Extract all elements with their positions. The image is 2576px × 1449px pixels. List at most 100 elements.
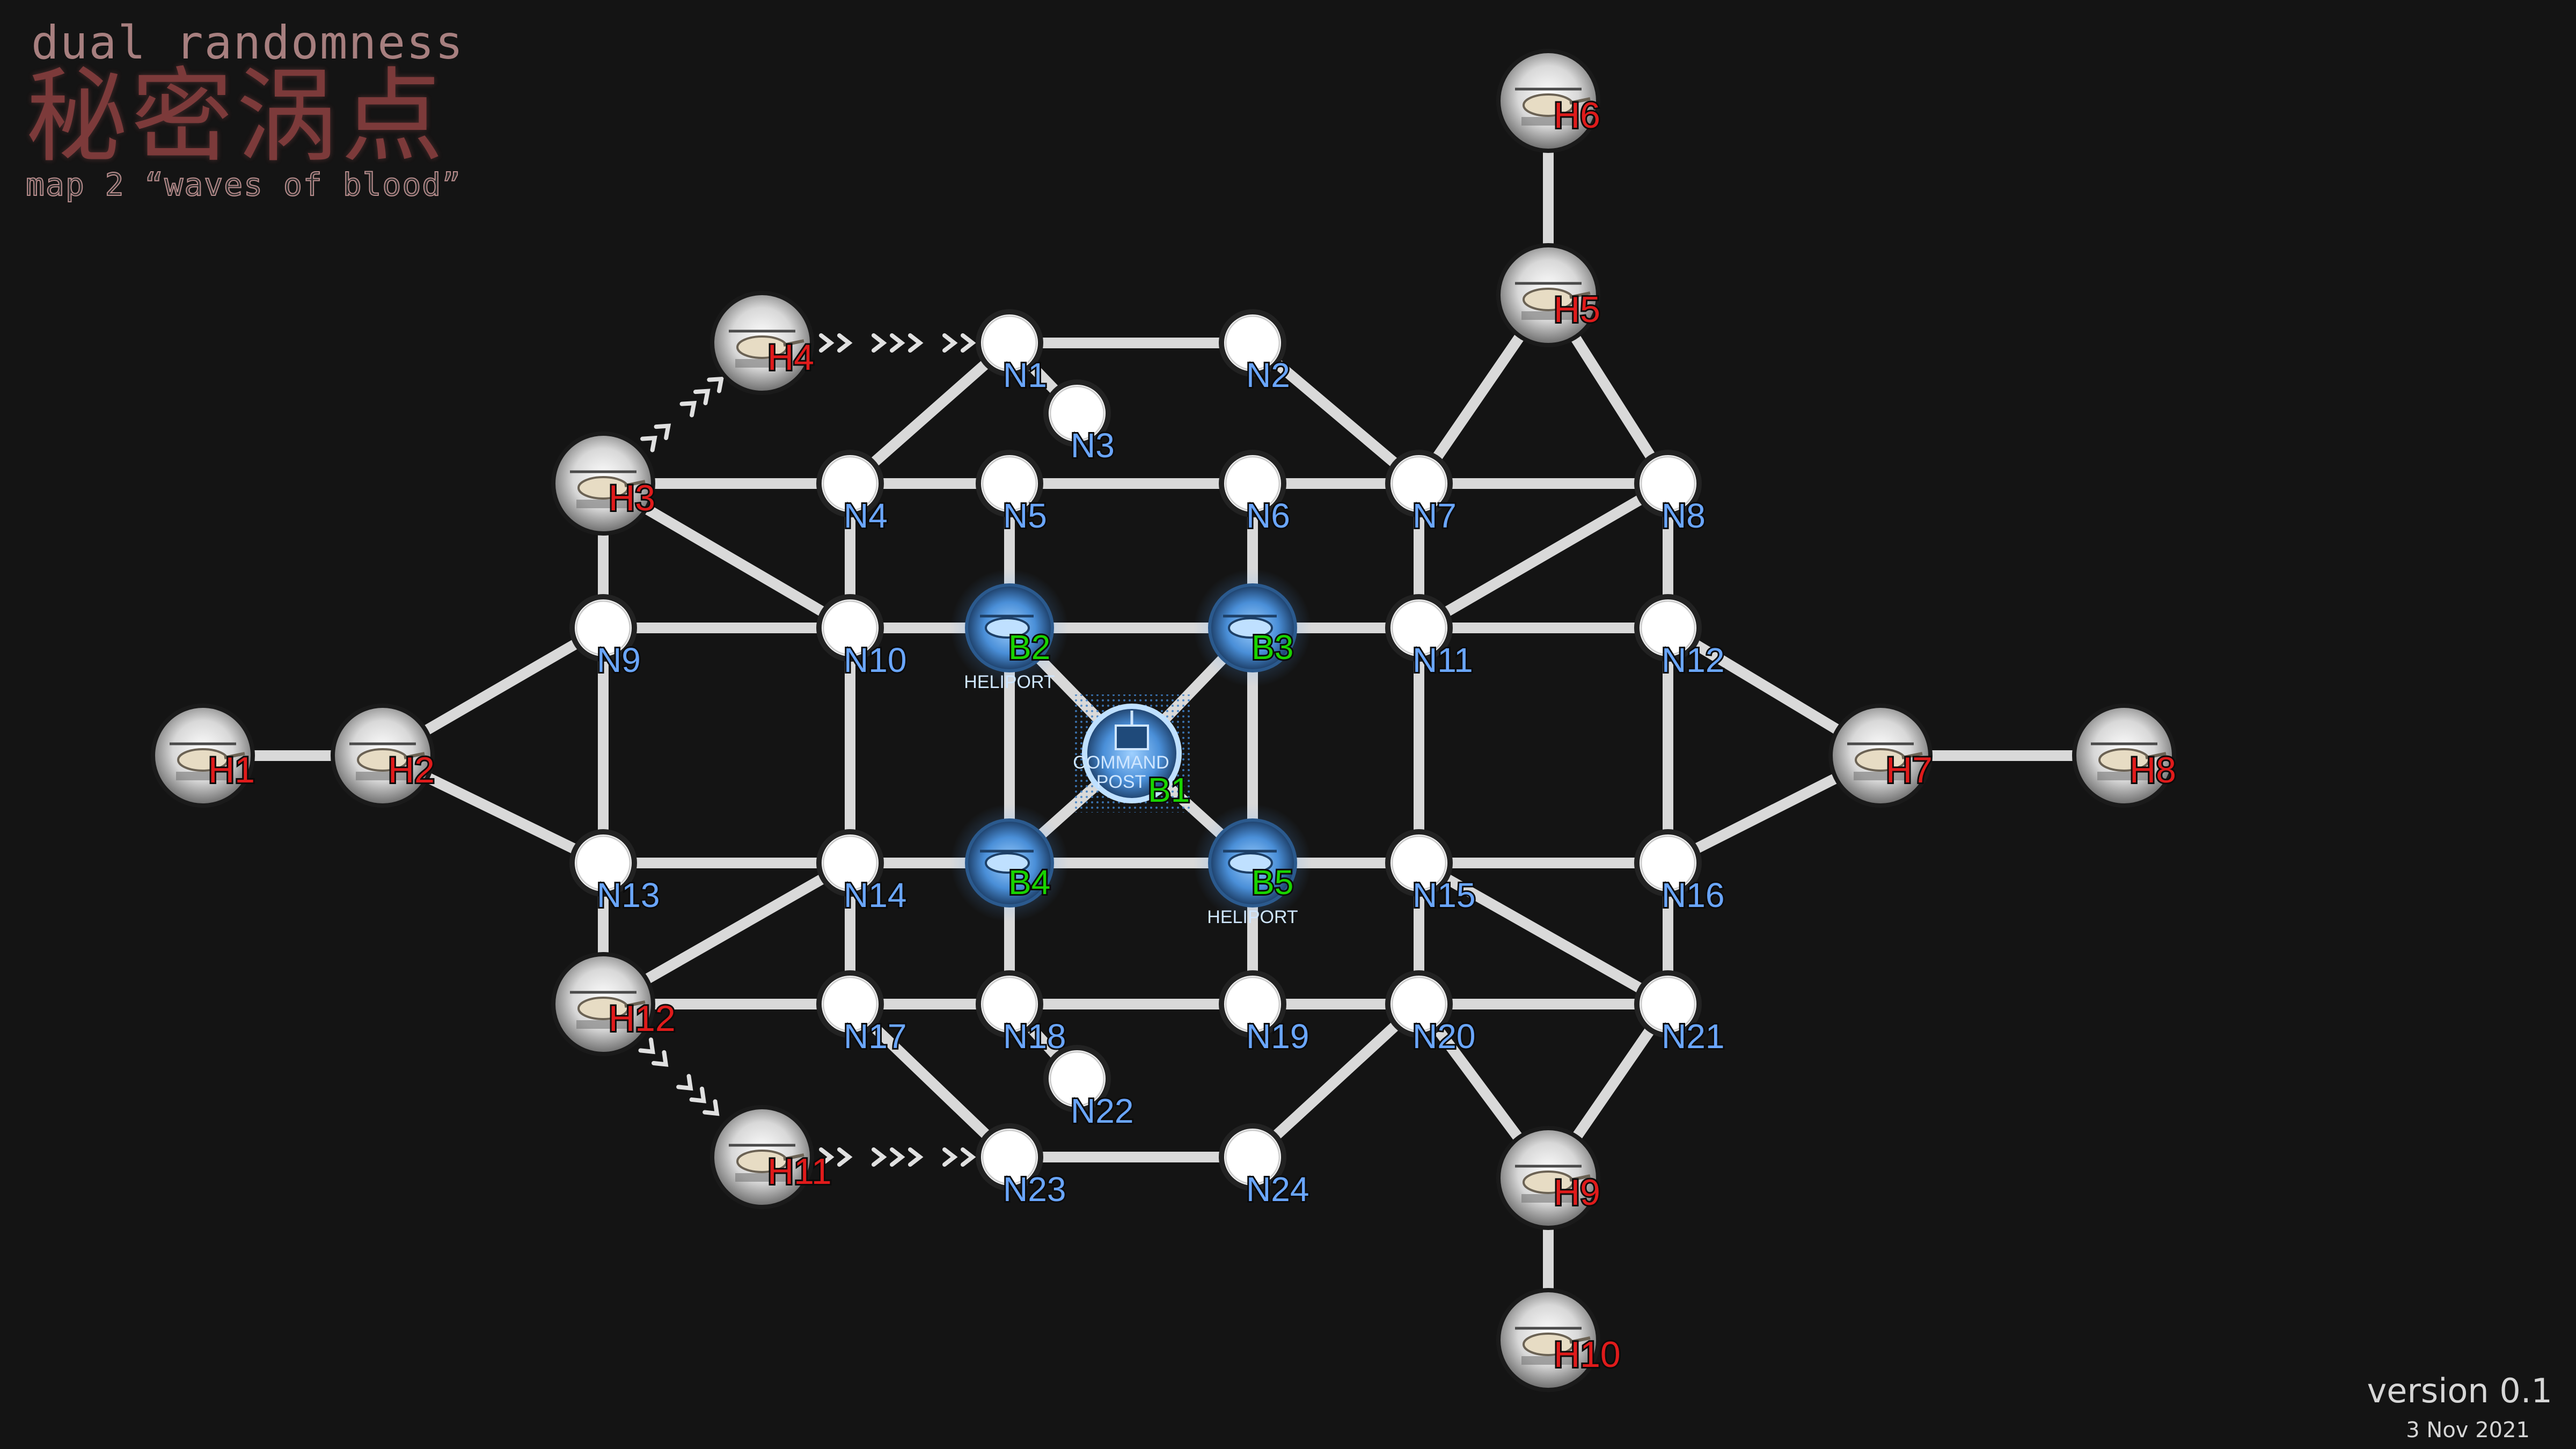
map-node-n12[interactable]: N12 bbox=[1634, 594, 1726, 681]
map-node-h5[interactable]: H5 bbox=[1496, 243, 1602, 347]
chevron-arrow-icon bbox=[872, 333, 887, 353]
map-node-h3[interactable]: H3 bbox=[551, 431, 657, 536]
map-node-n7[interactable]: N7 bbox=[1385, 450, 1458, 537]
node-circle bbox=[816, 829, 884, 897]
map-node-n6[interactable]: N6 bbox=[1219, 450, 1292, 537]
map-node-h7[interactable]: H7 bbox=[1828, 704, 1934, 808]
helicopter-heliport-icon bbox=[1847, 742, 1923, 780]
helicopter-heliport-icon bbox=[170, 742, 245, 780]
route-arrows-H11-N23 bbox=[819, 1147, 976, 1167]
map-node-h4[interactable]: H4 bbox=[710, 291, 816, 395]
map-node-n19[interactable]: N19 bbox=[1219, 970, 1311, 1057]
map-node-b4[interactable]: B4 bbox=[950, 804, 1069, 922]
map-node-n14[interactable]: N14 bbox=[816, 829, 908, 916]
node-label-H1: H1 bbox=[208, 750, 255, 791]
map-node-n15[interactable]: N15 bbox=[1385, 829, 1477, 916]
map-node-n5[interactable]: N5 bbox=[976, 450, 1049, 537]
chevron-arrow-icon bbox=[872, 1147, 887, 1167]
base-caption: HELIPORT bbox=[964, 672, 1055, 692]
version-date: 3 Nov 2021 bbox=[2406, 1418, 2530, 1443]
map-node-n4[interactable]: N4 bbox=[816, 450, 889, 537]
helicopter-heliport-icon bbox=[570, 991, 646, 1029]
command-post-circle bbox=[1082, 704, 1182, 803]
map-node-n24[interactable]: N24 bbox=[1219, 1123, 1311, 1210]
node-label-H2: H2 bbox=[388, 750, 435, 791]
map-node-h1[interactable]: H1 bbox=[151, 704, 257, 808]
map-node-h2[interactable]: H2 bbox=[331, 704, 436, 808]
chevron-arrow-icon bbox=[689, 1086, 706, 1103]
map-node-b3[interactable]: B3 bbox=[1194, 569, 1312, 687]
node-label-N19: N19 bbox=[1246, 1017, 1309, 1056]
node-label-H10: H10 bbox=[1554, 1334, 1621, 1375]
node-label-N20: N20 bbox=[1413, 1017, 1475, 1056]
map-node-h8[interactable]: H8 bbox=[2072, 704, 2178, 808]
base-caption: HELIPORT bbox=[1207, 907, 1298, 927]
map-node-h10[interactable]: H10 bbox=[1496, 1288, 1622, 1392]
map-node-n9[interactable]: N9 bbox=[569, 594, 642, 681]
map-tagline: map 2 “waves of blood” bbox=[25, 166, 462, 203]
node-circle bbox=[976, 450, 1043, 517]
node-label-N14: N14 bbox=[844, 876, 906, 914]
map-node-h11[interactable]: H11 bbox=[710, 1105, 833, 1209]
map-node-h6[interactable]: H6 bbox=[1496, 49, 1602, 153]
node-circle bbox=[1634, 450, 1702, 517]
chevron-arrow-icon bbox=[702, 1099, 720, 1116]
map-node-n21[interactable]: N21 bbox=[1634, 970, 1726, 1057]
node-label-N15: N15 bbox=[1413, 876, 1475, 914]
route-arrows-H4-N1 bbox=[819, 333, 976, 353]
map-node-n11[interactable]: N11 bbox=[1385, 594, 1475, 681]
node-label-H7: H7 bbox=[1886, 750, 1933, 791]
node-label-N13: N13 bbox=[597, 876, 660, 914]
map-node-n1[interactable]: N1 bbox=[976, 309, 1049, 396]
node-circle bbox=[816, 594, 884, 662]
node-label-N5: N5 bbox=[1003, 496, 1047, 535]
edge-N15-N21 bbox=[1414, 858, 1673, 1009]
map-node-n2[interactable]: N2 bbox=[1219, 309, 1292, 396]
chevron-arrow-icon bbox=[837, 1147, 853, 1167]
map-node-n16[interactable]: N16 bbox=[1634, 829, 1726, 916]
node-circle bbox=[1219, 1123, 1286, 1191]
node-label-N21: N21 bbox=[1662, 1017, 1724, 1056]
chevron-arrow-icon bbox=[908, 333, 924, 353]
map-node-n3[interactable]: N3 bbox=[1043, 379, 1116, 466]
node-label-B5: B5 bbox=[1252, 863, 1293, 902]
map-node-n18[interactable]: N18 bbox=[976, 970, 1067, 1057]
node-label-N9: N9 bbox=[597, 641, 641, 679]
map-node-n20[interactable]: N20 bbox=[1385, 970, 1477, 1057]
node-label-B4: B4 bbox=[1008, 863, 1050, 902]
map-node-n22[interactable]: N22 bbox=[1043, 1045, 1135, 1132]
command-post-icon bbox=[1115, 711, 1149, 750]
blue-heliport-icon bbox=[1223, 850, 1277, 874]
node-circle bbox=[1219, 970, 1286, 1038]
map-node-n13[interactable]: N13 bbox=[569, 829, 661, 916]
map-node-n17[interactable]: N17 bbox=[816, 970, 908, 1057]
map-node-n23[interactable]: N23 bbox=[976, 1123, 1067, 1210]
node-circle bbox=[569, 594, 637, 662]
chevron-arrow-icon bbox=[890, 333, 905, 353]
node-label-N8: N8 bbox=[1662, 496, 1706, 535]
node-label-N22: N22 bbox=[1071, 1092, 1133, 1130]
node-circle bbox=[1043, 379, 1111, 447]
chevron-arrow-icon bbox=[837, 333, 853, 353]
map-node-n8[interactable]: N8 bbox=[1634, 450, 1707, 537]
blue-heliport-icon bbox=[980, 850, 1034, 874]
command-caption-line2: POST bbox=[1096, 772, 1146, 792]
node-label-N4: N4 bbox=[844, 496, 888, 535]
node-label-N1: N1 bbox=[1003, 356, 1047, 394]
map-node-n10[interactable]: N10 bbox=[816, 594, 908, 681]
map-node-h12[interactable]: H12 bbox=[551, 952, 677, 1056]
chevron-arrow-icon bbox=[693, 389, 711, 406]
node-label-N17: N17 bbox=[844, 1017, 906, 1056]
chevron-arrow-icon bbox=[676, 1074, 693, 1091]
edge-N8-N11 bbox=[1414, 478, 1673, 633]
node-circle bbox=[816, 450, 884, 517]
node-circle bbox=[1219, 450, 1286, 517]
map-node-h9[interactable]: H9 bbox=[1496, 1126, 1602, 1230]
node-label-N12: N12 bbox=[1662, 641, 1724, 679]
helicopter-heliport-icon bbox=[729, 330, 804, 368]
chevron-arrow-icon bbox=[908, 1147, 924, 1167]
